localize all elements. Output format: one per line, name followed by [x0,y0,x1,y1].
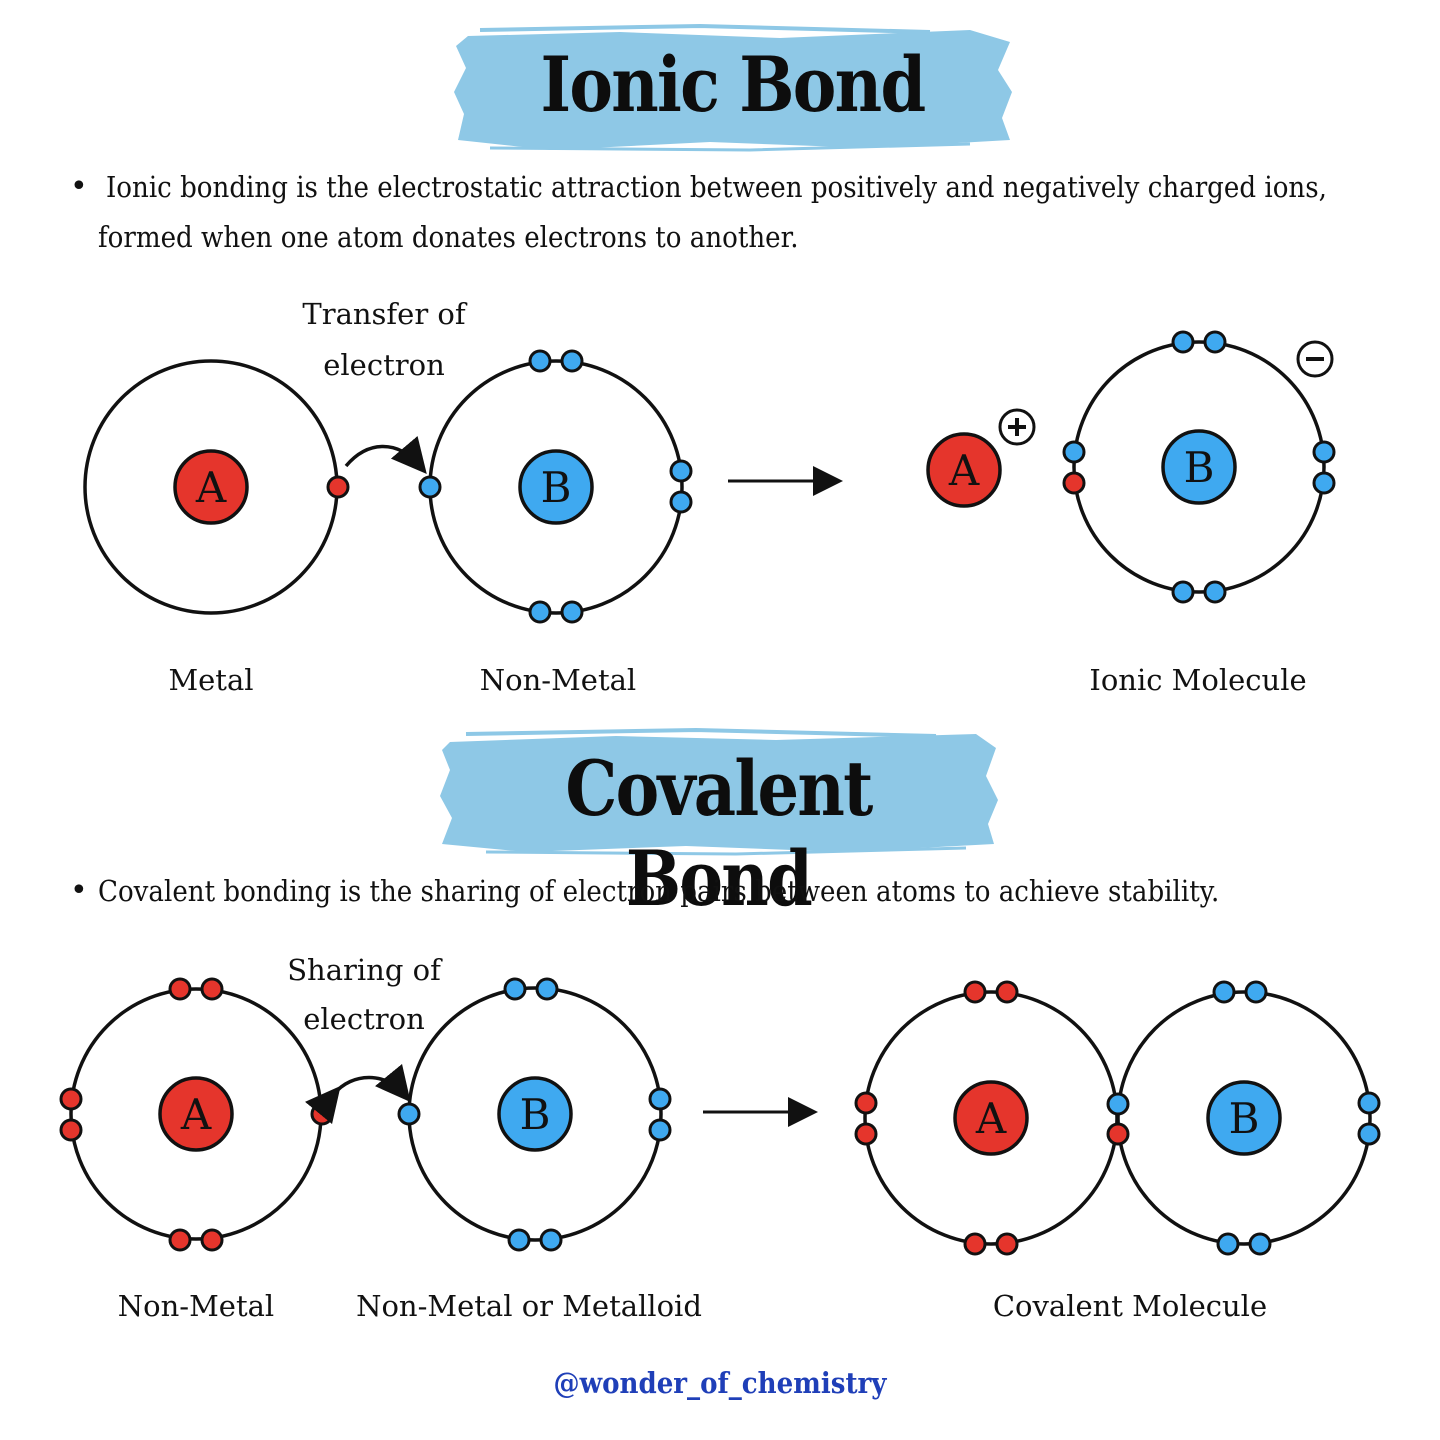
red-electron [200,1228,224,1252]
blue-electron [1357,1091,1381,1115]
author-credit: @wonder_of_chemistry [0,1366,1440,1400]
blue-electron [560,349,584,373]
blue-electron [1171,580,1195,604]
blue-electron [669,459,693,483]
blue-electron [1216,1232,1240,1256]
red-electron [326,475,350,499]
nucleus-a-letter: A [948,446,980,495]
nucleus-a-letter: A [975,1094,1007,1143]
nucleus-b-letter: B [520,1090,551,1139]
ionic-molecule-label: Ionic Molecule [1089,663,1306,697]
brush-stroke-background [454,23,1012,152]
covalent-molecule: A B [854,980,1381,1256]
covalent-nonmetal-label: Non-Metal [118,1289,274,1323]
blue-electron [1212,980,1236,1004]
ionic-anion: B [1062,330,1336,604]
nucleus-b [518,449,594,525]
blue-electron [539,1228,563,1252]
covalent-title-banner: Covalent Bond [436,724,1001,923]
blue-electron [648,1118,672,1142]
blue-electron [418,475,442,499]
blue-electron [560,600,584,624]
red-electron [59,1118,83,1142]
metal-label: Metal [168,663,253,697]
shared-blue-electron [1106,1092,1130,1116]
ionic-cation: A [926,408,1036,508]
red-electron [1062,471,1086,495]
red-electron [310,1102,334,1126]
ionic-description: • Ionic bonding is the electrostatic att… [70,162,1440,262]
bullet-dot: • [70,873,88,908]
shared-red-electron [1106,1122,1130,1146]
curved-arrow-icon [344,435,427,475]
blue-electron [1062,440,1086,464]
nucleus-b [1161,429,1237,505]
author-handle: @wonder_of_chemistry [553,1366,887,1400]
nonmetal-label: Non-Metal [480,663,636,697]
ionic-metal-atom: A [83,359,350,615]
transfer-arrow [344,435,427,475]
covalent-title: Covalent Bond [565,744,873,923]
blue-electron [1312,471,1336,495]
red-electron [854,1091,878,1115]
ionic-title: Ionic Bond [540,40,927,129]
covalent-molecule-label: Covalent Molecule [993,1289,1267,1323]
transfer-label-line1: Transfer of [302,297,467,331]
blue-electron [1203,580,1227,604]
covalent-metalloid-atom: B [397,977,672,1252]
blue-electron [669,490,693,514]
ionic-description-line2: formed when one atom donates electrons t… [98,220,799,254]
sharing-arrow [304,1063,411,1125]
red-electron [854,1122,878,1146]
red-electron [59,1087,83,1111]
red-electron [995,980,1019,1004]
blue-electron [1171,330,1195,354]
nucleus-a-letter: A [180,1090,212,1139]
sharing-label-line1: Sharing of [287,953,443,987]
blue-electron [507,1228,531,1252]
nonmetal-or-metalloid-label: Non-Metal or Metalloid [356,1289,702,1323]
nucleus-b [1206,1080,1282,1156]
covalent-nonmetal-atom: A [59,977,334,1252]
ionic-nonmetal-atom: B [418,349,693,624]
blue-electron [1203,330,1227,354]
transfer-label-line2: electron [323,348,445,382]
electron-shell-b [1116,990,1372,1246]
red-electron [963,1232,987,1256]
nucleus-b-letter: B [1229,1094,1260,1143]
red-electron [168,1228,192,1252]
nucleus-b-letter: B [541,463,572,512]
nucleus-b-letter: B [1184,443,1215,492]
nucleus-a [926,432,1002,508]
blue-electron [503,977,527,1001]
covalent-description-text: Covalent bonding is the sharing of elect… [98,874,1220,908]
red-electron [995,1232,1019,1256]
double-curved-arrow-icon [304,1063,411,1125]
nucleus-b [497,1076,573,1152]
blue-electron [528,600,552,624]
blue-electron [397,1102,421,1126]
brush-stroke-background [440,727,998,856]
blue-electron [528,349,552,373]
blue-electron [535,977,559,1001]
blue-electron [1312,440,1336,464]
ionic-description-line1: Ionic bonding is the electrostatic attra… [106,170,1327,204]
blue-electron [648,1087,672,1111]
covalent-description: • Covalent bonding is the sharing of ele… [70,866,1344,916]
blue-electron [1244,980,1268,1004]
sharing-label-line2: electron [303,1002,425,1036]
electron-shell [1072,340,1326,594]
blue-electron [1357,1122,1381,1146]
ionic-title-banner: Ionic Bond [450,22,1015,152]
nucleus-a-letter: A [195,463,227,512]
bullet-dot: • [70,169,88,204]
nucleus-a [953,1080,1029,1156]
blue-electron [1248,1232,1272,1256]
red-electron [963,980,987,1004]
nucleus-a [158,1076,234,1152]
red-electron [200,977,224,1001]
red-electron [168,977,192,1001]
nucleus-a [173,449,249,525]
